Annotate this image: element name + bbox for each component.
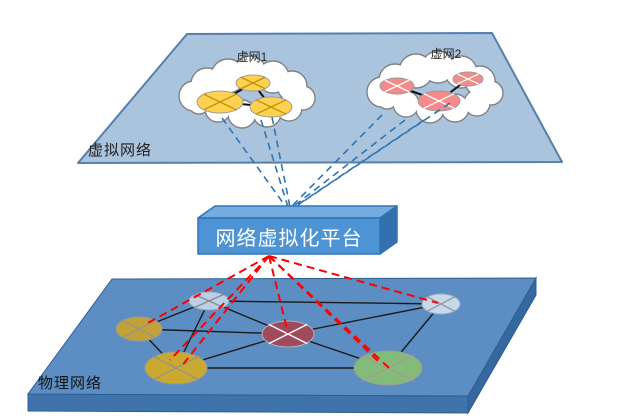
- virtual-link-dashed: [291, 114, 383, 207]
- virtual-link-dashed: [271, 116, 291, 208]
- virtual-net-1-label: 虚网1: [236, 50, 268, 64]
- cloud-vn2-fill: [464, 90, 490, 116]
- mapping-link-dashed: [268, 255, 390, 369]
- physical-link: [208, 300, 442, 305]
- platform-box: [197, 217, 381, 255]
- virtual-network-plane-label: 虚拟网络: [88, 142, 153, 159]
- platform-box-label: 网络虚拟化平台: [215, 228, 363, 250]
- cloud-vn2-fill: [422, 51, 454, 83]
- node-cross-icon: [268, 323, 308, 345]
- node-cross-icon: [423, 93, 455, 109]
- virtual-link-dashed: [221, 117, 287, 208]
- mapping-link-dashed: [268, 255, 289, 334]
- mapping-link-dashed: [180, 255, 270, 368]
- physical-plane-front-face: [27, 393, 469, 414]
- virtual-link-dashed: [260, 119, 289, 208]
- node-cross-icon: [240, 76, 266, 90]
- platform-box-top: [197, 205, 398, 219]
- physical-link: [287, 303, 442, 335]
- virtual-link-dashed: [297, 102, 451, 206]
- node-cross-icon: [456, 73, 480, 85]
- mapping-link-dashed: [169, 255, 270, 361]
- cloud-vn2-fill: [393, 91, 419, 117]
- node-cross-icon: [193, 293, 225, 309]
- physical-network-plane-label: 物理网络: [38, 375, 103, 392]
- node-cross-icon: [121, 319, 157, 339]
- node-cross-icon: [255, 99, 287, 115]
- virtual-net-2-label: 虚网2: [430, 47, 462, 61]
- mapping-link-dashed: [145, 255, 270, 325]
- node-cross-icon: [384, 79, 410, 93]
- node-cross-icon: [203, 93, 237, 111]
- node-cross-icon: [426, 295, 456, 313]
- node-cross-icon: [152, 355, 200, 381]
- mapping-link-dashed: [268, 255, 439, 304]
